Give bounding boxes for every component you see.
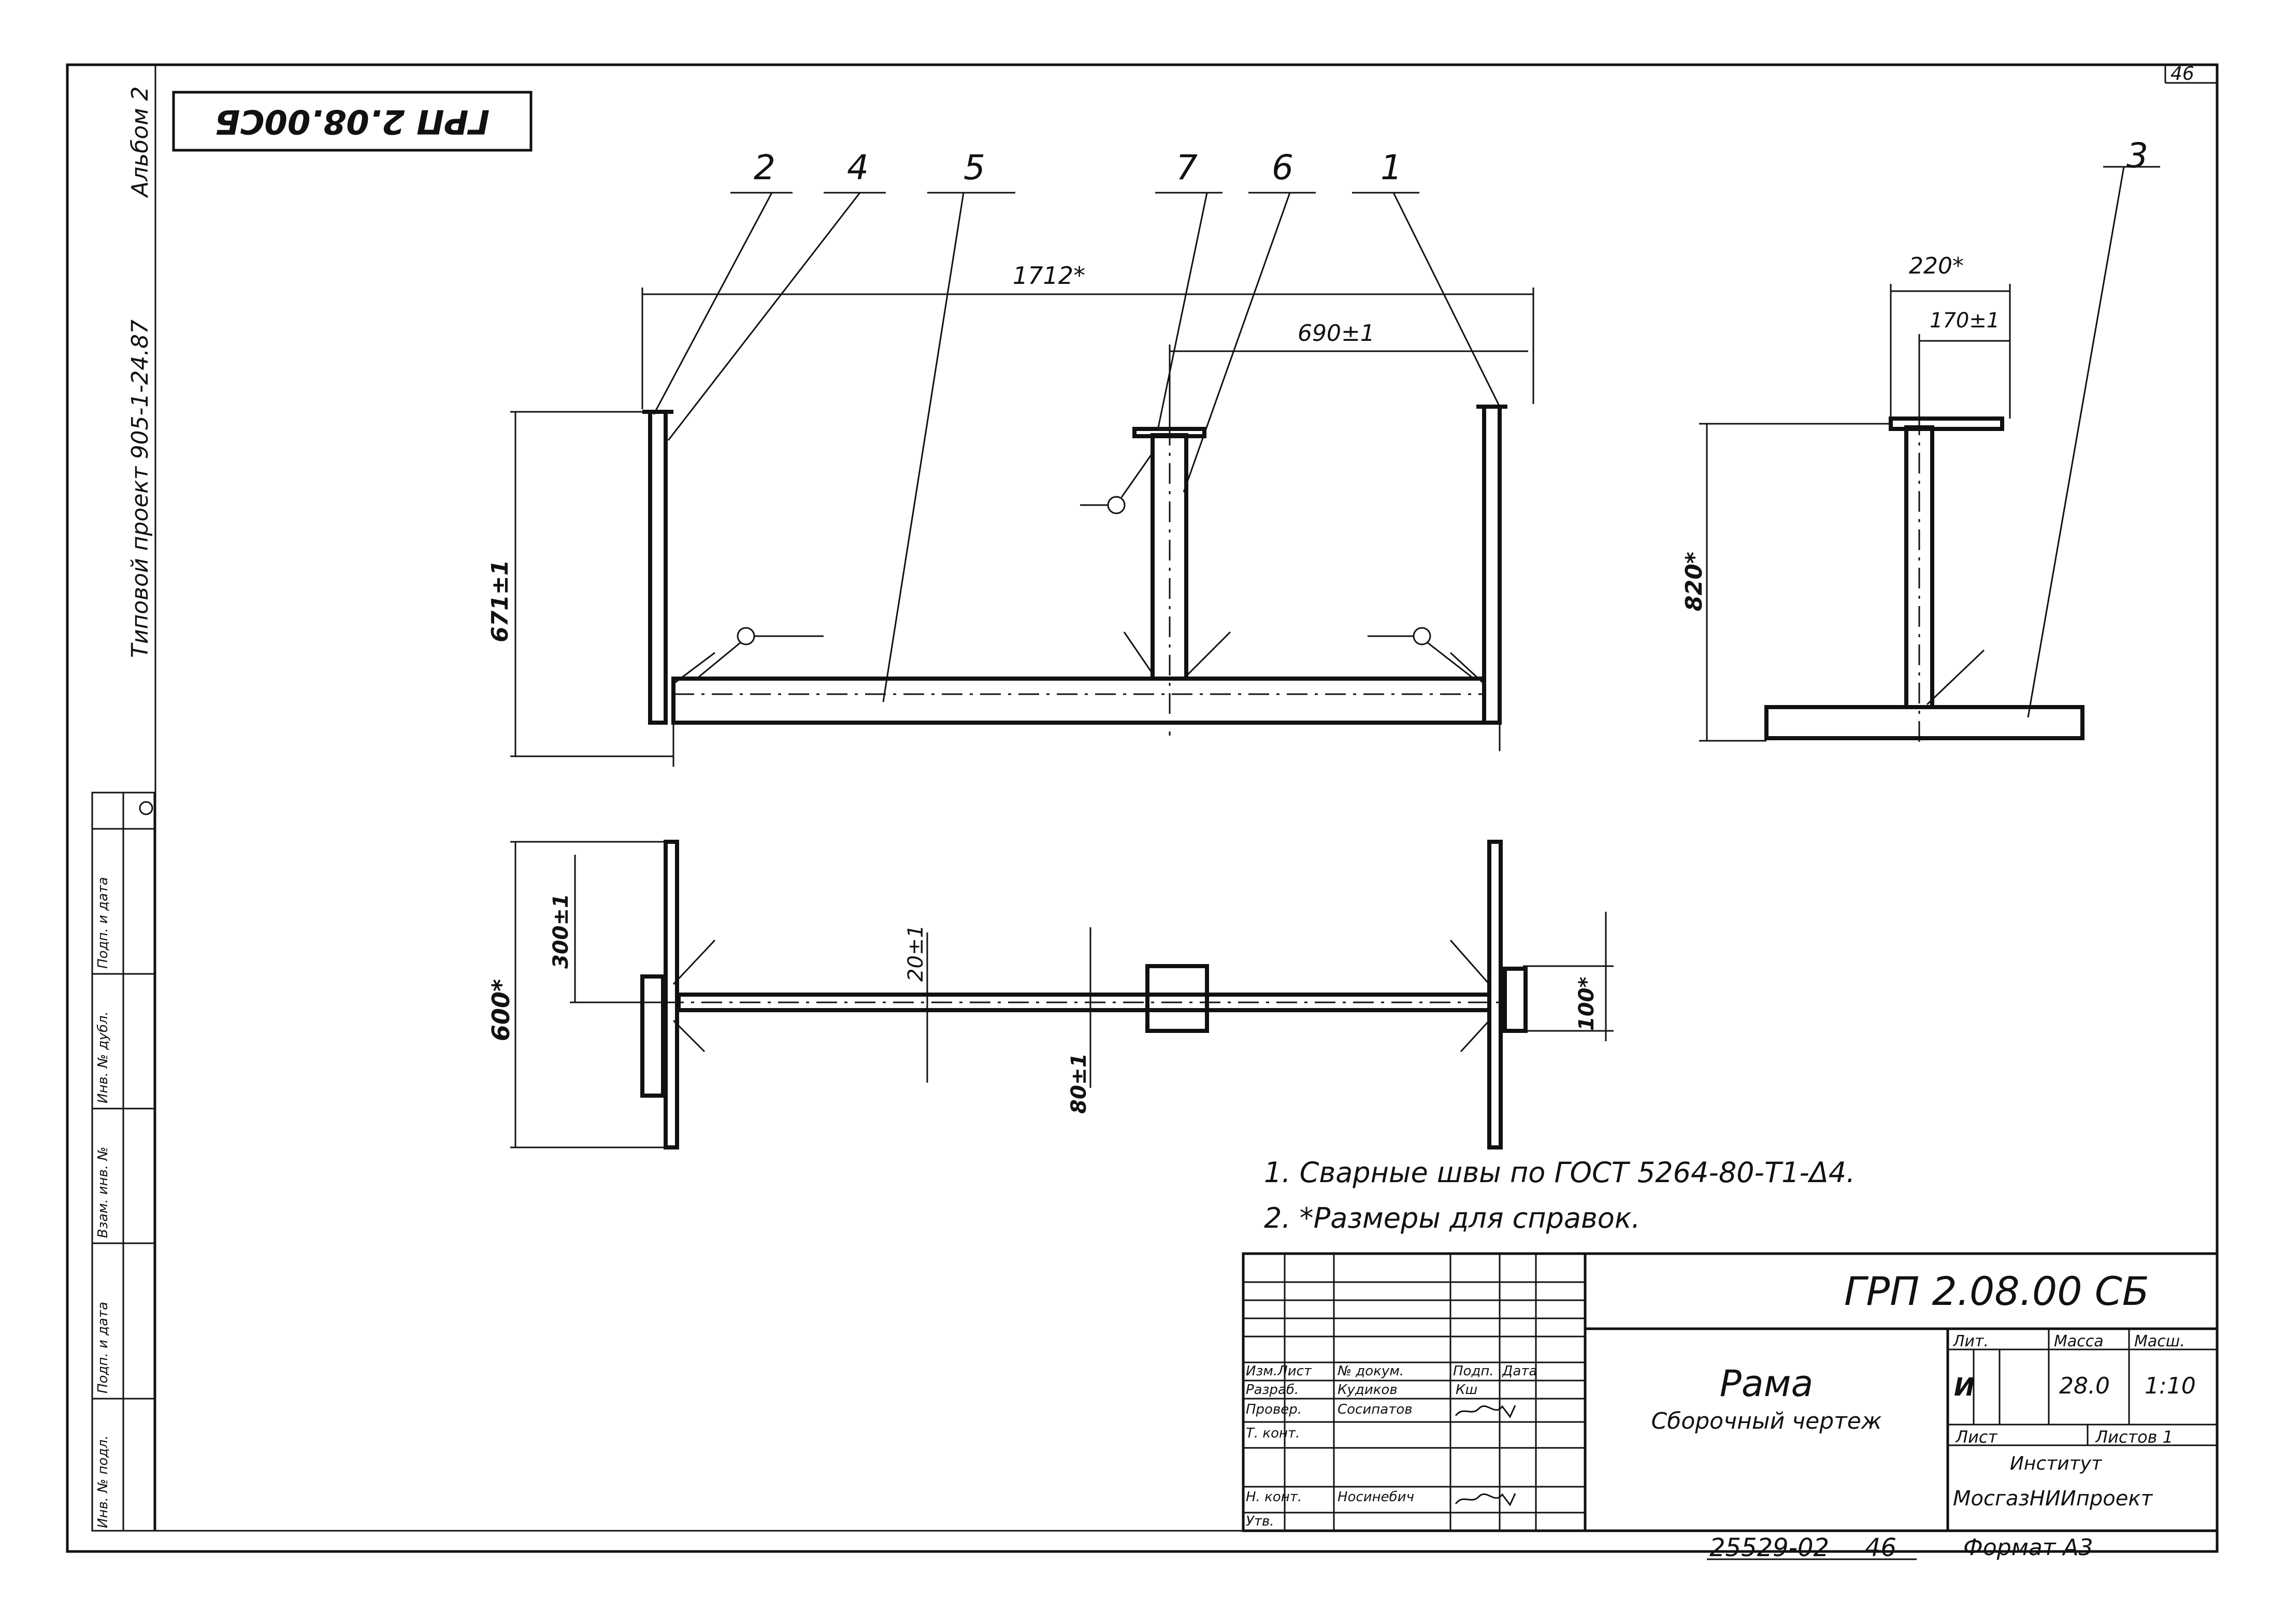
- dim-side-height: 820*: [1681, 552, 1707, 611]
- callout-6: 6: [1272, 148, 1293, 188]
- dim-height: 671±1: [487, 559, 513, 642]
- drawing-name-line2: Сборочный чертеж: [1651, 1408, 1882, 1434]
- rotated-code-box: [172, 91, 533, 152]
- inner-frame: [154, 64, 2218, 1532]
- callout-1: 1: [1381, 148, 1402, 188]
- signature-checker: [1455, 1405, 1516, 1418]
- hdr-lit: Лит.: [1953, 1332, 1989, 1350]
- callout-4: 4: [847, 148, 869, 188]
- dim-half-length: 690±1: [1298, 320, 1375, 347]
- designation: ГРП 2.08.00 СБ: [1844, 1268, 2149, 1314]
- scale-value: 1:10: [2145, 1373, 2196, 1399]
- plan-central-support: [1145, 964, 1209, 1033]
- format-label: Формат А3: [1963, 1534, 2093, 1561]
- dim-plan-width: 600*: [487, 979, 515, 1041]
- right-post: [1482, 405, 1502, 725]
- left-post: [648, 410, 668, 725]
- row-hdr-date: Дата: [1502, 1363, 1537, 1379]
- dim-plan-tube: 20±1: [904, 925, 928, 982]
- sheet-label: Лист: [1956, 1427, 1998, 1447]
- row-checker-role: Провер.: [1246, 1402, 1302, 1417]
- callout-5: 5: [964, 148, 985, 188]
- row-developer-sign: Кш: [1456, 1382, 1478, 1398]
- album-label: Альбом 2: [127, 86, 153, 197]
- row-developer-role: Разраб.: [1246, 1382, 1299, 1398]
- row-tech-control-role: Т. конт.: [1246, 1426, 1300, 1441]
- stamp-label-sign-date-1: Подп. и дата: [95, 1301, 111, 1393]
- stamp-label-replace-inv: Взам. инв. №: [95, 1146, 111, 1238]
- notes: 1. Сварные швы по ГОСТ 5264-80-Т1-Δ4. 2.…: [1264, 1150, 1855, 1241]
- sheets-label: Листов 1: [2095, 1427, 2174, 1447]
- inventory-number: 25529-02: [1709, 1533, 1830, 1562]
- inventory-sheet: 46: [1865, 1533, 1897, 1562]
- row-hdr-name: № докум.: [1338, 1363, 1404, 1379]
- hdr-scale: Масш.: [2134, 1332, 2185, 1350]
- row-hdr-role: Изм.Лист: [1246, 1363, 1312, 1379]
- mass-value: 28.0: [2059, 1373, 2110, 1399]
- dim-side-width: 220*: [1909, 253, 1964, 279]
- stamp-label-sign-date-2: Подп. и дата: [95, 876, 111, 969]
- bottom-beam: [671, 677, 1486, 725]
- row-approved-role: Утв.: [1246, 1514, 1274, 1529]
- dim-plan-post: 80±1: [1067, 1053, 1091, 1114]
- dim-overall-length: 1712*: [1013, 262, 1086, 290]
- stamp-label-inv-dup: Инв. № дубл.: [95, 1011, 111, 1103]
- side-base-plate: [1764, 705, 2084, 740]
- row-norm-control-role: Н. конт.: [1246, 1489, 1302, 1505]
- row-norm-control-name: Носинебич: [1338, 1489, 1414, 1505]
- plan-left-post: [664, 840, 679, 1149]
- front-view: [510, 192, 1534, 767]
- title-block-lines: [1242, 1252, 2219, 1560]
- row-developer-name: Кудиков: [1338, 1382, 1398, 1398]
- dim-plan-end: 100*: [1575, 976, 1599, 1031]
- callout-2: 2: [754, 148, 775, 188]
- lit-value: И: [1954, 1373, 1975, 1402]
- signature-norm-control: [1455, 1493, 1516, 1506]
- dim-side-inner: 170±1: [1930, 309, 2000, 333]
- drawing-name: Рама Сборочный чертеж: [1595, 1362, 1937, 1434]
- side-top-plate: [1889, 416, 2004, 431]
- org-line2: МосгазНИИпроект: [1953, 1487, 2153, 1511]
- org-line1: Институт: [2010, 1453, 2102, 1474]
- side-view: [1699, 166, 2160, 746]
- row-hdr-sign: Подп.: [1453, 1363, 1494, 1379]
- doc-code-text: ГРП 2.08.00СБ: [214, 102, 490, 140]
- note-2: 2. *Размеры для справок.: [1264, 1202, 1641, 1234]
- stamp-label-inv-orig: Инв. № подл.: [95, 1435, 111, 1528]
- callout-7: 7: [1176, 148, 1198, 188]
- rotated-doc-code: ГРП 2.08.00СБ: [179, 97, 526, 145]
- drawing-name-line1: Рама: [1719, 1362, 1814, 1405]
- dim-plan-offset: 300±1: [549, 894, 573, 969]
- hdr-mass: Масса: [2054, 1332, 2104, 1350]
- row-checker-name: Сосипатов: [1338, 1402, 1413, 1417]
- plan-view: [510, 840, 1614, 1149]
- callout-3: 3: [2126, 136, 2148, 176]
- project-label: Типовой проект 905-1-24.87: [127, 319, 153, 658]
- note-1: 1. Сварные швы по ГОСТ 5264-80-Т1-Δ4.: [1264, 1156, 1856, 1189]
- sheet-number: 46: [2170, 63, 2194, 84]
